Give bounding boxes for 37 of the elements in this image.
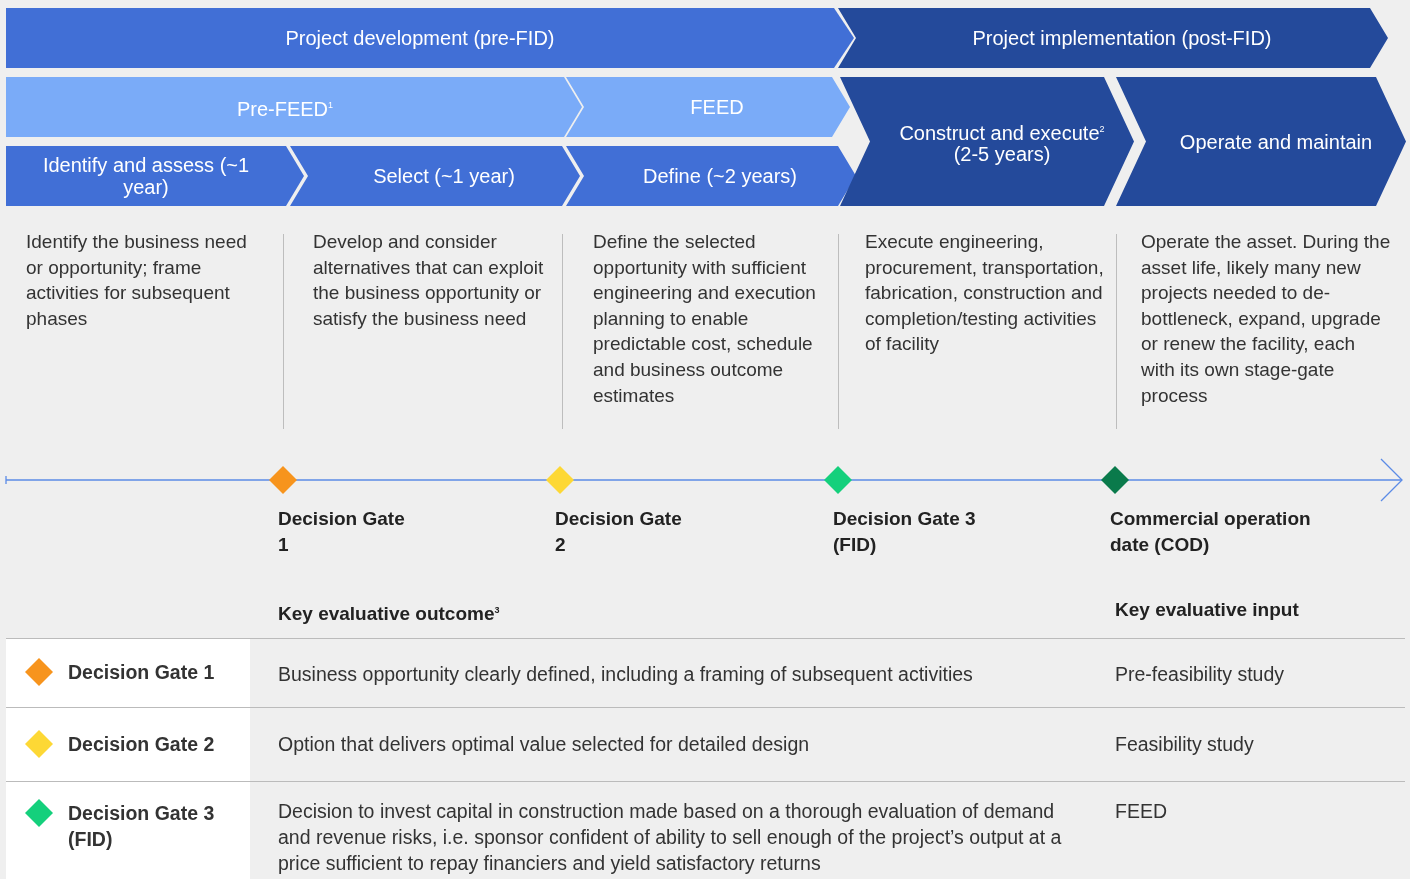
input-text: Feasibility study <box>1115 732 1255 757</box>
phase-label: Identify and assess (~1 year) <box>41 154 251 198</box>
phase-label: Project implementation (post-FID) <box>971 27 1273 49</box>
gate-name: Decision Gate 1 <box>68 660 216 685</box>
outcome-text: Decision to invest capital in construction made based on a thorough evaluation of demand and revenue risks, i.e. sponsor confident of ability to sell enough of the project’s output at a price sufficient to repay financiers and yield satisfactory returns <box>278 799 1063 876</box>
phase-description: Define the selected opportunity with sufficient engineering and execution planning to enable predictable cost, schedule and business outcome estimates <box>593 230 817 408</box>
gate-label: Decision Gate 3 (FID) <box>833 507 977 557</box>
gate-label: Decision Gate 1 <box>278 507 406 557</box>
outcome-text: Business opportunity clearly defined, including a framing of subsequent activities <box>278 662 974 687</box>
chevron-banner <box>290 146 580 206</box>
chevron-banner <box>6 146 304 206</box>
gate-label: Decision Gate 2 <box>555 507 683 557</box>
gate-name: Decision Gate 2 <box>68 732 216 757</box>
chevron-banner <box>1116 77 1406 206</box>
phase-label: FEED <box>689 96 745 118</box>
chevron-banner <box>6 8 854 68</box>
chevron-banner <box>566 77 850 137</box>
phase-label: Select (~1 year) <box>372 165 516 187</box>
input-text: Pre-feasibility study <box>1115 662 1286 687</box>
outcome-text: Option that delivers optimal value selected for detailed design <box>278 732 811 757</box>
phase-description: Operate the asset. During the asset life, likely many new projects needed to de-bottleneck, expand, upgrade or renew the facility, each with its own stage-gate process <box>1141 230 1391 408</box>
gate-name: Decision Gate 3 (FID) <box>68 801 216 852</box>
phase-label: Operate and maintain <box>1178 130 1374 153</box>
phase-label: Project development (pre-FID) <box>284 27 556 49</box>
phase-label: Pre-FEED$^{1}$ <box>235 96 335 120</box>
phase-label: Construct and execute$^{2}$ (2-5 years) <box>898 120 1106 166</box>
phase-description: Execute engineering, procurement, transportation, fabrication, construction and completion/testing activities of facility <box>865 230 1105 357</box>
column-heading: Key evaluative outcome$^{3}$ <box>278 602 501 627</box>
phase-description: Develop and consider alternatives that can exploit the business opportunity or satisfy the business need <box>313 230 545 331</box>
chevron-banner <box>566 146 856 206</box>
phase-description: Identify the business need or opportunity; frame activities for subsequent phases <box>26 230 248 331</box>
chevron-banner <box>838 8 1388 68</box>
input-text: FEED <box>1115 799 1168 824</box>
gate-label: Commercial operation date (COD) <box>1110 507 1312 557</box>
phase-label: Define (~2 years) <box>642 165 798 187</box>
column-heading: Key evaluative input <box>1115 598 1300 622</box>
chevron-banner <box>840 77 1134 206</box>
